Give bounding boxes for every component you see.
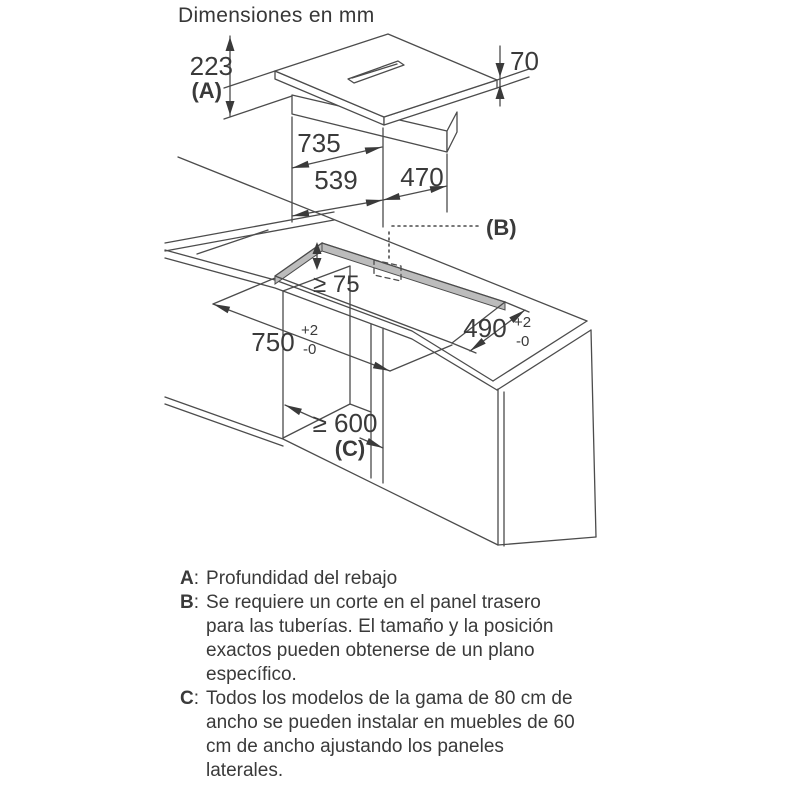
dim-75-label: ≥ 75 [313, 271, 360, 298]
dim-hob-height: 70 [495, 45, 539, 107]
vent-slot-icon [347, 60, 405, 84]
dim-depth: 470 [382, 162, 448, 201]
dim-539-label: 539 [314, 165, 357, 195]
dim-600-label: ≥ 600 [313, 408, 378, 438]
legend-key-c: C [180, 688, 194, 709]
ref-b-label: (B) [486, 215, 517, 240]
dim-750-tol-minus: -0 [303, 341, 316, 358]
legend: A: Profundidad del rebajo B: Se requiere… [180, 567, 632, 783]
legend-key-a: A [180, 568, 194, 589]
legend-sep-b: : [193, 592, 200, 613]
dim-750-label: 750 [251, 327, 294, 357]
worktop-install-view: (B) ≥ 75 750 +2 -0 [164, 156, 597, 547]
page-title: Dimensiones en mm [178, 4, 375, 27]
dim-back-clearance: ≥ 75 [312, 242, 360, 298]
hob-housing-outline [291, 94, 458, 153]
dim-490-tol-minus: -0 [516, 333, 529, 350]
dim-cutout-depth: 490 +2 -0 [451, 301, 531, 354]
dim-223-label: 223 [190, 51, 233, 81]
dim-recess-depth: 223 (A) [190, 35, 293, 120]
dim-body-width: 735 [291, 128, 383, 169]
legend-sep-c: : [193, 688, 200, 709]
dim-735-label: 735 [297, 128, 340, 158]
dim-490-label: 490 [463, 313, 506, 343]
dim-cabinet-width: ≥ 600 (C) [284, 404, 384, 461]
dim-470-label: 470 [400, 162, 443, 192]
dim-490-tol-plus: +2 [514, 314, 531, 331]
legend-item-a: A: Profundidad del rebajo [180, 567, 632, 591]
hob-top-view: 223 (A) 70 735 [190, 33, 539, 228]
legend-item-b: B: Se requiere un corte en el panel tras… [180, 591, 632, 687]
legend-text-a: Profundidad del rebajo [206, 568, 398, 589]
legend-key-b: B [180, 592, 194, 613]
cabinet-outline [164, 265, 597, 547]
legend-sep-a: : [193, 568, 200, 589]
worktop-outline [164, 156, 592, 391]
dim-70-label: 70 [510, 46, 539, 76]
pipe-cutout-marker: (B) [373, 215, 517, 282]
legend-text-c: Todos los modelos de la gama de 80 cm de… [206, 688, 575, 781]
legend-text-b: Se requiere un corte en el panel trasero… [206, 592, 554, 685]
dim-cutout-width: 750 +2 -0 [212, 277, 453, 372]
ref-a-label: (A) [191, 78, 222, 103]
dim-left-width: 539 [291, 165, 384, 217]
dimension-diagram: 223 (A) 70 735 [164, 33, 597, 547]
worktop-cutout [274, 242, 506, 344]
legend-item-c: C: Todos los modelos de la gama de 80 cm… [180, 687, 632, 783]
ref-c-label: (C) [335, 436, 366, 461]
dim-750-tol-plus: +2 [301, 322, 318, 339]
